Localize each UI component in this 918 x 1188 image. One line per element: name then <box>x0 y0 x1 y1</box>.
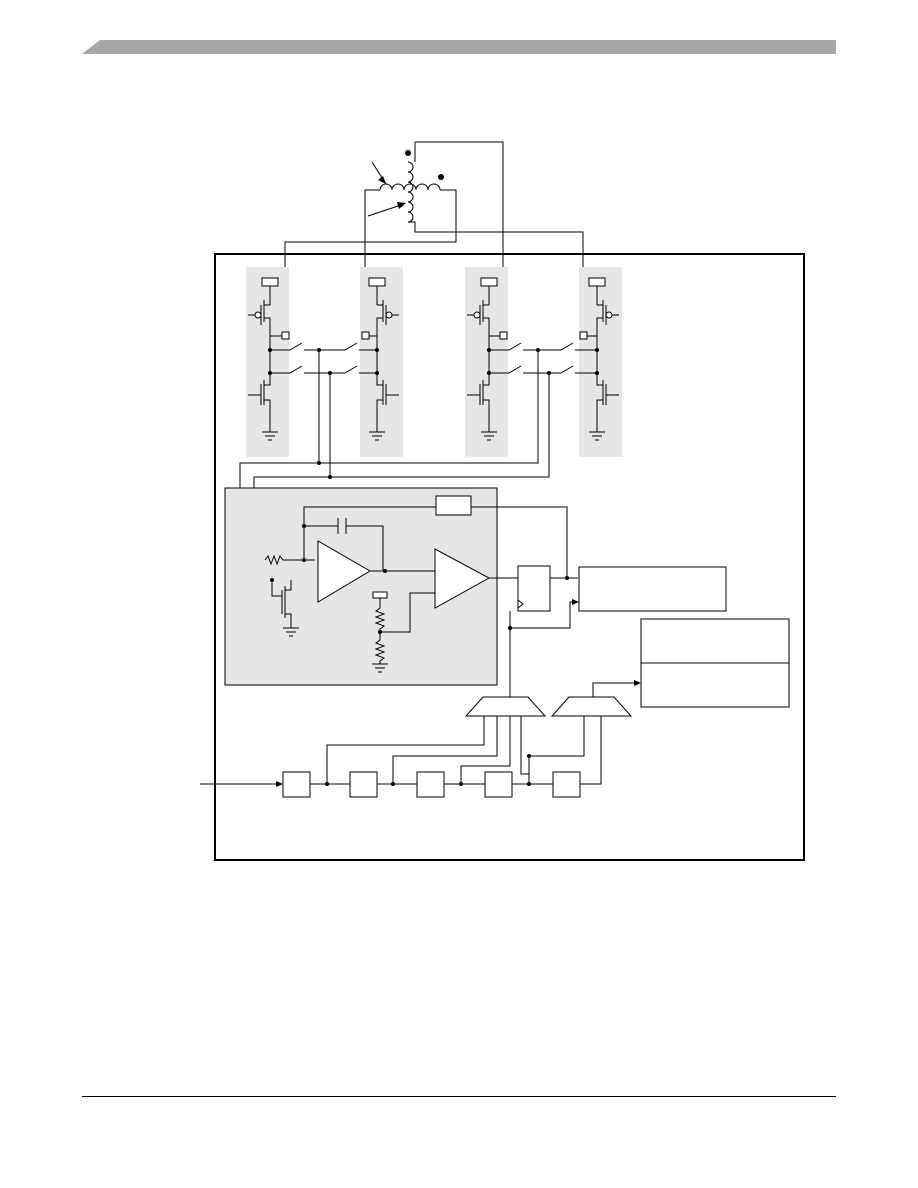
half-bridge-1 <box>248 277 290 441</box>
half-bridge-2 <box>361 277 399 441</box>
latch-and-registers <box>508 565 790 708</box>
footer-rule <box>82 1096 836 1097</box>
switch-network-left <box>268 342 379 477</box>
half-bridge-3 <box>467 277 508 441</box>
input-chain <box>200 716 602 798</box>
header-bar <box>82 40 836 54</box>
multiplexers <box>464 628 641 717</box>
controller-outline <box>214 253 805 861</box>
motor-windings <box>284 141 584 333</box>
half-bridge-4 <box>579 277 619 441</box>
integrator-comparator <box>264 495 568 673</box>
